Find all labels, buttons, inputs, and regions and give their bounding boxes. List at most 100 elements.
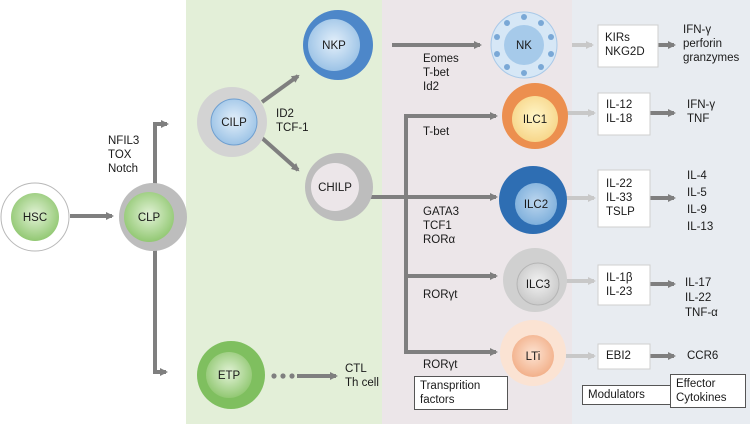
- factors-cilp: ID2 TCF-1: [276, 107, 309, 135]
- label-nk: NK: [516, 40, 532, 52]
- cytokine-item: IL-22: [685, 292, 712, 304]
- cell-lti: [500, 320, 566, 386]
- column-label-line: Modulators: [588, 389, 645, 401]
- factor-item: T-bet: [423, 67, 450, 79]
- arrows: [70, 41, 676, 380]
- factor-item: Eomes: [423, 53, 459, 65]
- cell-cilp: [197, 87, 267, 157]
- cell-ilc3: [503, 248, 567, 312]
- factor-item: RORγt: [423, 289, 458, 301]
- mod-box-lti: [597, 343, 651, 370]
- label-ilc1: ILC1: [523, 114, 547, 126]
- factor-item: NFIL3: [108, 135, 140, 147]
- cytokine-item: CCR6: [687, 350, 719, 362]
- factor-item: RORγt: [423, 359, 458, 371]
- etp-outputs: CTL Th cell: [345, 362, 379, 390]
- mod-box-ilc2: [597, 169, 651, 228]
- output-item: CTL: [345, 363, 367, 375]
- factor-item: TCF1: [423, 220, 452, 232]
- mod-box-ilc3: [597, 264, 651, 306]
- factor-item: RORα: [423, 234, 456, 246]
- modulator-item: IL-33: [606, 192, 633, 204]
- cytokine-item: TNF: [687, 113, 710, 125]
- cytokine-item: TNF-α: [685, 307, 718, 319]
- cytokines-nk: IFN-γ perforin granzymes: [683, 23, 739, 65]
- cytokine-item: IL-13: [687, 221, 714, 233]
- modulators-ilc2: IL-22 IL-33 TSLP: [606, 177, 635, 219]
- cell-ilc1: [502, 83, 568, 149]
- label-etp: ETP: [218, 370, 241, 382]
- factors-ilc1: T-bet: [423, 125, 449, 139]
- modulator-item: TSLP: [606, 206, 635, 218]
- factors-lti: RORγt: [423, 358, 458, 372]
- factor-item: TCF-1: [276, 122, 309, 134]
- label-hsc: HSC: [23, 212, 47, 224]
- cell-etp: [197, 341, 265, 409]
- cytokines-ilc3: IL-17 IL-22 TNF-α: [685, 276, 718, 320]
- factor-item: ID2: [276, 108, 294, 120]
- modulators-lti: EBI2: [606, 349, 631, 363]
- column-label-line: Cytokines: [676, 392, 727, 404]
- column-label-modulators: Modulators: [582, 385, 672, 405]
- column-label-line: Effector: [676, 378, 716, 390]
- factor-item: TOX: [108, 149, 132, 161]
- cell-chilp: [305, 153, 373, 221]
- cytokine-item: IFN-γ: [687, 99, 716, 111]
- column-label-effector: Effector Cytokines: [670, 374, 746, 408]
- modulator-boxes: [597, 24, 659, 370]
- cytokine-item: granzymes: [683, 52, 740, 64]
- cell-nk: [490, 11, 558, 79]
- label-ilc3: ILC3: [526, 279, 550, 291]
- label-cilp: CILP: [221, 117, 247, 129]
- factor-item: T-bet: [423, 126, 450, 138]
- modulator-item: IL-12: [606, 99, 633, 111]
- modulator-item: EBI2: [606, 350, 631, 362]
- cell-ilc2: [499, 166, 567, 234]
- cytokines-lti: CCR6: [687, 349, 718, 363]
- label-clp: CLP: [138, 212, 161, 224]
- cytokine-item: IL-4: [687, 170, 707, 182]
- cytokine-item: IL-17: [685, 277, 712, 289]
- factors-ilc2: GATA3 TCF1 RORα: [423, 205, 459, 247]
- label-chilp: CHILP: [318, 182, 352, 194]
- factor-item: GATA3: [423, 206, 459, 218]
- cytokine-item: perforin: [683, 38, 722, 50]
- output-item: Th cell: [345, 377, 379, 389]
- modulators-nk: KIRs NKG2D: [605, 31, 645, 59]
- arrow-cilp-nkp: [260, 74, 300, 104]
- modulator-item: IL-1β: [606, 272, 633, 284]
- factors-clp: NFIL3 TOX Notch: [108, 134, 139, 176]
- label-ilc2: ILC2: [524, 199, 548, 211]
- modulator-item: IL-23: [606, 286, 633, 298]
- etp-dots: [271, 373, 295, 379]
- modulator-item: IL-18: [606, 113, 633, 125]
- mod-box-ilc1: [597, 92, 651, 136]
- column-label-transcription: Transprition factors: [414, 376, 508, 410]
- modulator-item: NKG2D: [605, 46, 645, 58]
- light-arrows: [566, 41, 596, 360]
- cytokines-ilc2: IL-4 IL-5 IL-9 IL-13: [687, 169, 713, 234]
- factor-item: Notch: [108, 163, 139, 175]
- cytokine-item: IL-9: [687, 204, 707, 216]
- label-nkp: NKP: [322, 40, 346, 52]
- label-lti: LTi: [526, 351, 541, 363]
- column-label-line: factors: [420, 394, 455, 406]
- mod-box-nk: [597, 24, 659, 68]
- column-label-line: Transprition: [420, 380, 481, 392]
- cell-nkp: [303, 10, 373, 80]
- modulators-ilc3: IL-1β IL-23: [606, 271, 632, 299]
- factor-item: Id2: [423, 81, 439, 93]
- arrow-cilp-chilp: [260, 136, 300, 172]
- cytokines-ilc1: IFN-γ TNF: [687, 98, 715, 126]
- cell-hsc: [0, 182, 70, 252]
- modulator-item: KIRs: [605, 32, 630, 44]
- modulators-ilc1: IL-12 IL-18: [606, 98, 632, 126]
- factors-nk: Eomes T-bet Id2: [423, 52, 459, 94]
- cell-clp: [119, 183, 187, 251]
- cytokine-item: IFN-γ: [683, 24, 712, 36]
- arrow-clp-cilp: [153, 120, 169, 185]
- modulator-item: IL-22: [606, 178, 633, 190]
- arrow-clp-etp: [153, 248, 168, 376]
